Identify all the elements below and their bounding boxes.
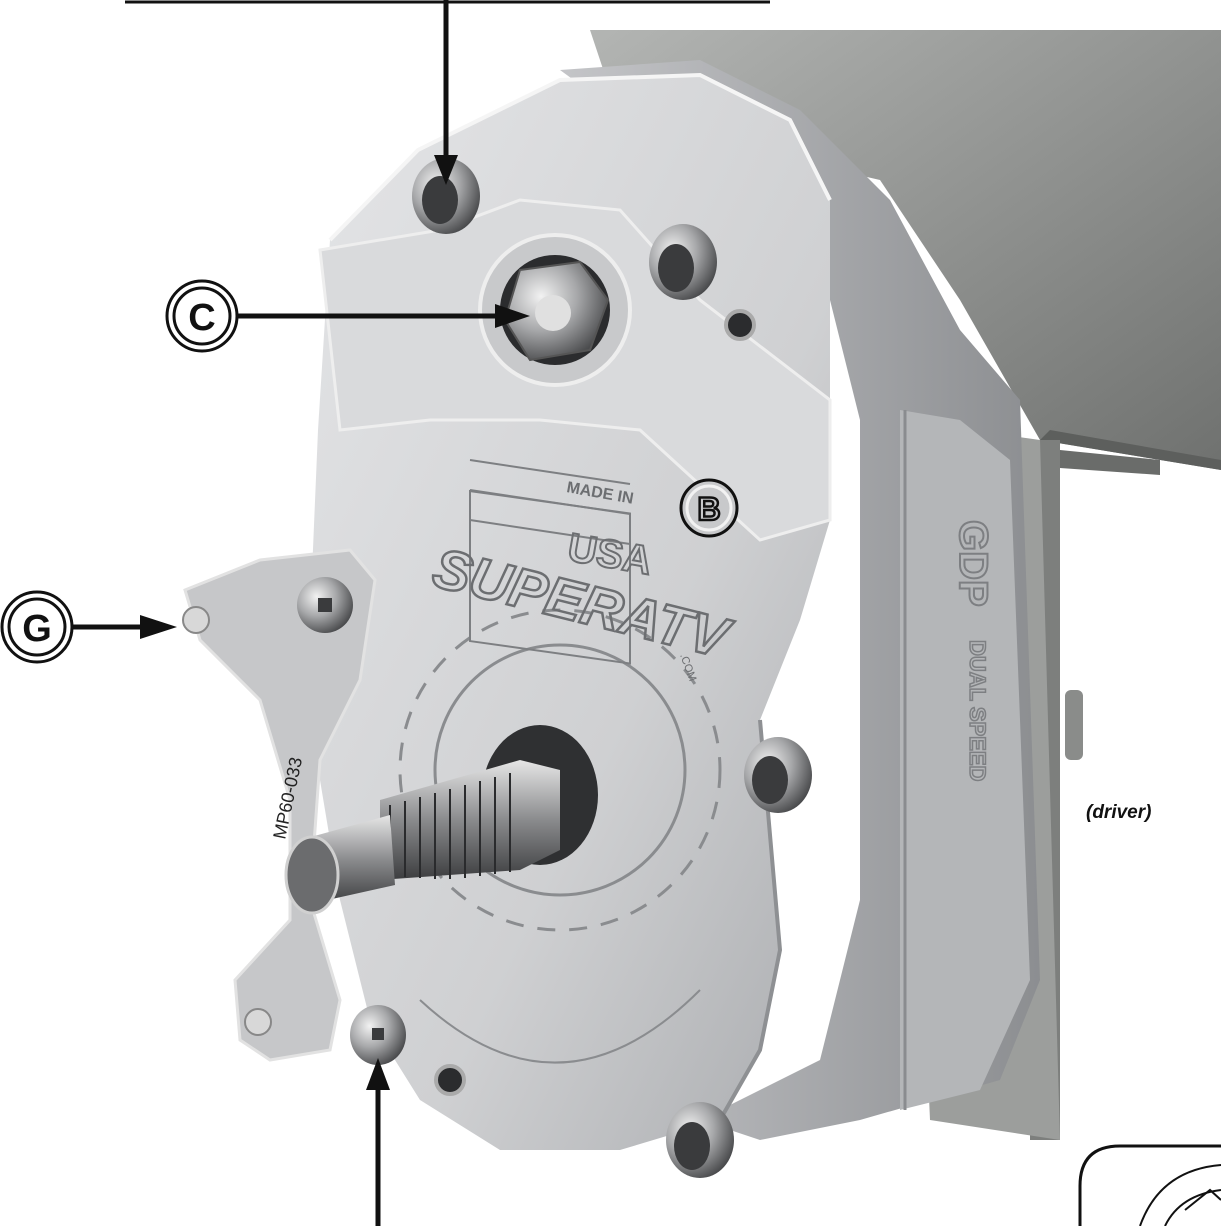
mounting-tab-plate bbox=[182, 548, 377, 1062]
callout-b: B bbox=[679, 478, 739, 538]
gearbox-rear-housing bbox=[560, 60, 1040, 1140]
bolt-top-right bbox=[649, 224, 717, 300]
housing-model-text: DUAL SPEED bbox=[965, 640, 990, 781]
gear-emblem bbox=[398, 608, 722, 1064]
housing-bolts bbox=[350, 158, 812, 1178]
arrow-bottom-head bbox=[366, 1058, 390, 1090]
driver-note: (driver) bbox=[1086, 802, 1152, 823]
usa-flag-emblem bbox=[469, 459, 631, 665]
callout-arrows bbox=[68, 0, 530, 1226]
dowel-top-right bbox=[724, 309, 756, 341]
housing-logo-text: GDP bbox=[951, 520, 995, 607]
arrow-g-head bbox=[140, 615, 177, 639]
callout-g: G bbox=[0, 590, 74, 664]
dowel-bottom bbox=[434, 1064, 466, 1096]
bolt-top-left bbox=[412, 158, 480, 234]
output-shaft bbox=[284, 725, 598, 915]
callout-g-label: G bbox=[22, 608, 52, 650]
inset-detail-partial bbox=[1078, 1144, 1221, 1226]
top-hex-nut bbox=[478, 233, 632, 387]
bolt-right bbox=[744, 737, 812, 813]
arrow-top-head bbox=[434, 155, 458, 185]
bolt-bottom bbox=[350, 1005, 406, 1065]
callout-b-label: B bbox=[697, 491, 720, 527]
bolt-bottom-right bbox=[666, 1102, 734, 1178]
callout-c: C bbox=[165, 279, 239, 353]
arrow-c-head bbox=[495, 304, 530, 328]
callout-c-label: C bbox=[188, 297, 215, 339]
